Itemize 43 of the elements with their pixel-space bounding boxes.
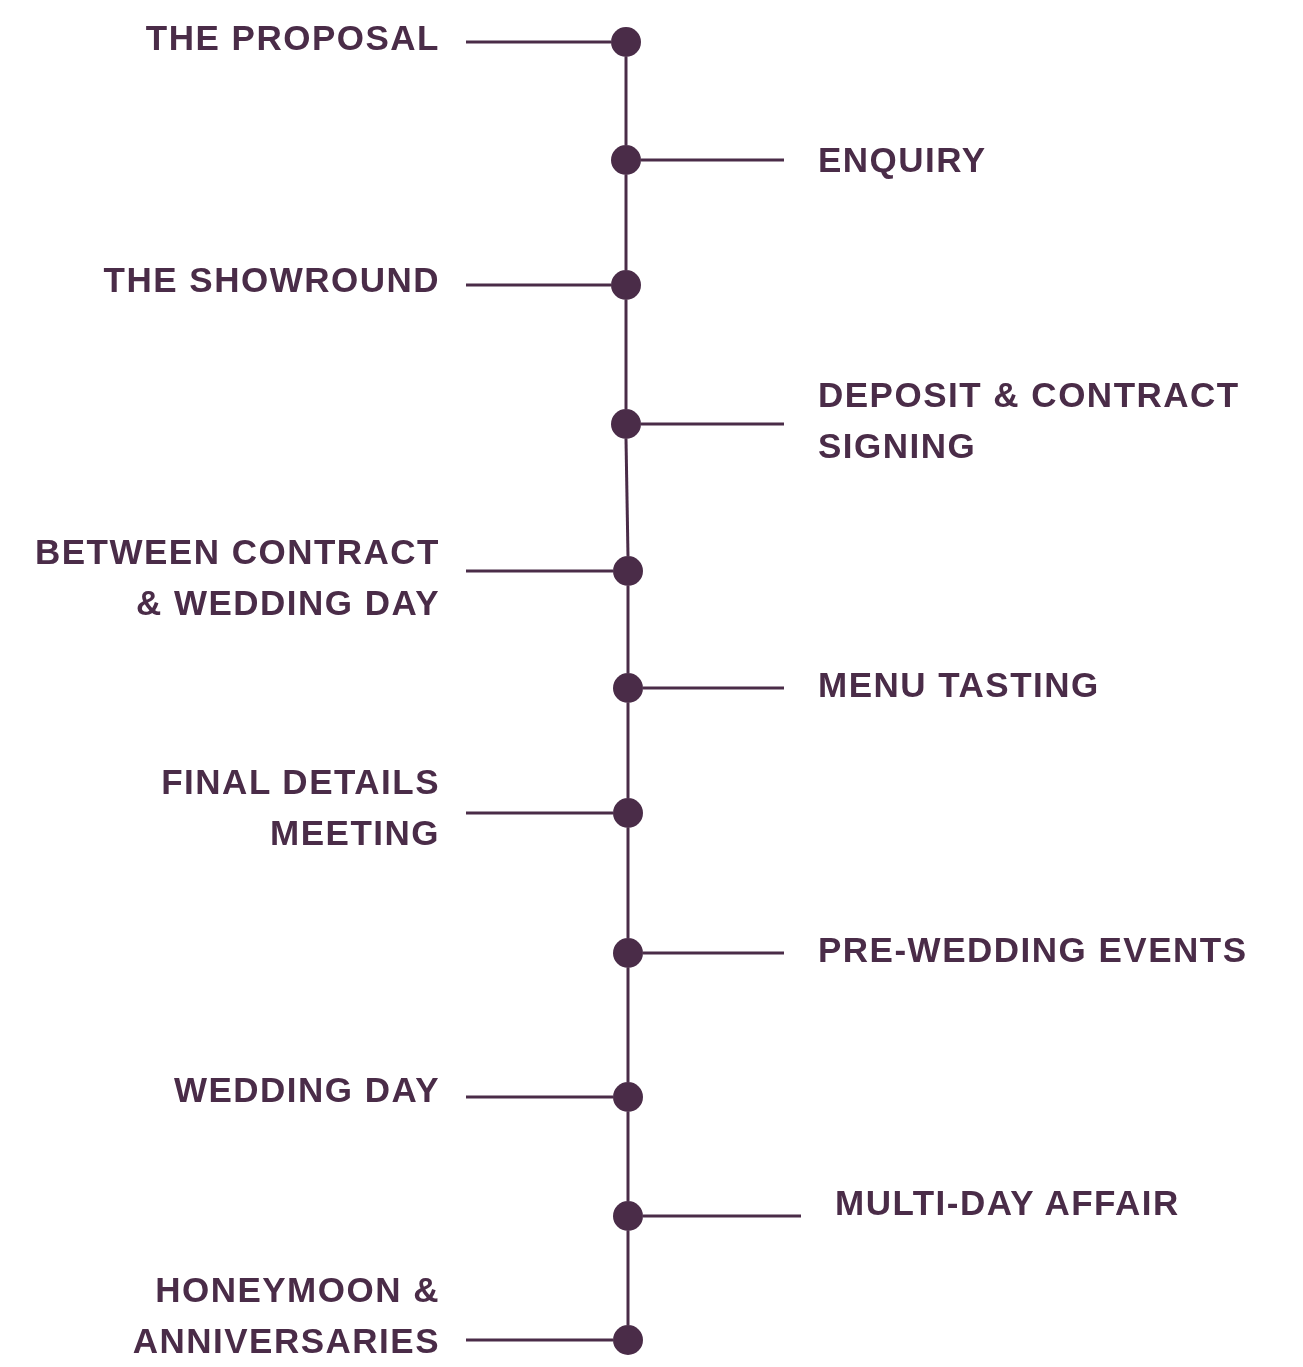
connector-line — [466, 1095, 613, 1099]
timeline-label: HONEYMOON & ANNIVERSARIES — [10, 1265, 440, 1367]
timeline-dot — [611, 145, 641, 175]
timeline-dot — [613, 556, 643, 586]
connector-line — [626, 703, 630, 798]
timeline-dot — [613, 673, 643, 703]
connector-line — [466, 811, 613, 815]
connector-line — [626, 1231, 630, 1325]
connector-line — [643, 951, 784, 955]
connector-line — [626, 586, 630, 673]
connector-line — [643, 686, 784, 690]
connector-line — [624, 175, 628, 270]
connector-line — [466, 283, 611, 287]
timeline-label: MENU TASTING — [818, 659, 1248, 711]
connector-line — [466, 40, 611, 44]
timeline-dot — [613, 938, 643, 968]
connector-line — [624, 438, 630, 557]
timeline-dot — [611, 270, 641, 300]
timeline-label: ENQUIRY — [818, 134, 1248, 186]
timeline-label: FINAL DETAILS MEETING — [10, 757, 440, 859]
connector-line — [626, 1112, 630, 1201]
timeline-dot — [611, 409, 641, 439]
timeline-dot — [613, 798, 643, 828]
timeline-label: BETWEEN CONTRACT & WEDDING DAY — [10, 527, 440, 629]
timeline-dot — [613, 1325, 643, 1355]
timeline-dot — [613, 1201, 643, 1231]
timeline-label: PRE-WEDDING EVENTS — [818, 924, 1248, 976]
timeline-label: THE SHOWROUND — [10, 254, 440, 306]
connector-line — [624, 300, 628, 409]
timeline-dot — [613, 1082, 643, 1112]
connector-line — [643, 1214, 801, 1218]
timeline-dot — [611, 27, 641, 57]
connector-line — [641, 158, 784, 162]
timeline-label: THE PROPOSAL — [10, 12, 440, 64]
connector-line — [626, 828, 630, 938]
connector-line — [466, 1338, 613, 1342]
connector-line — [641, 422, 784, 426]
timeline-label: WEDDING DAY — [10, 1064, 440, 1116]
connector-line — [626, 968, 630, 1082]
timeline-label: MULTI-DAY AFFAIR — [835, 1177, 1265, 1229]
timeline-label: DEPOSIT & CONTRACT SIGNING — [818, 370, 1248, 472]
connector-line — [466, 569, 613, 573]
connector-line — [624, 57, 628, 145]
